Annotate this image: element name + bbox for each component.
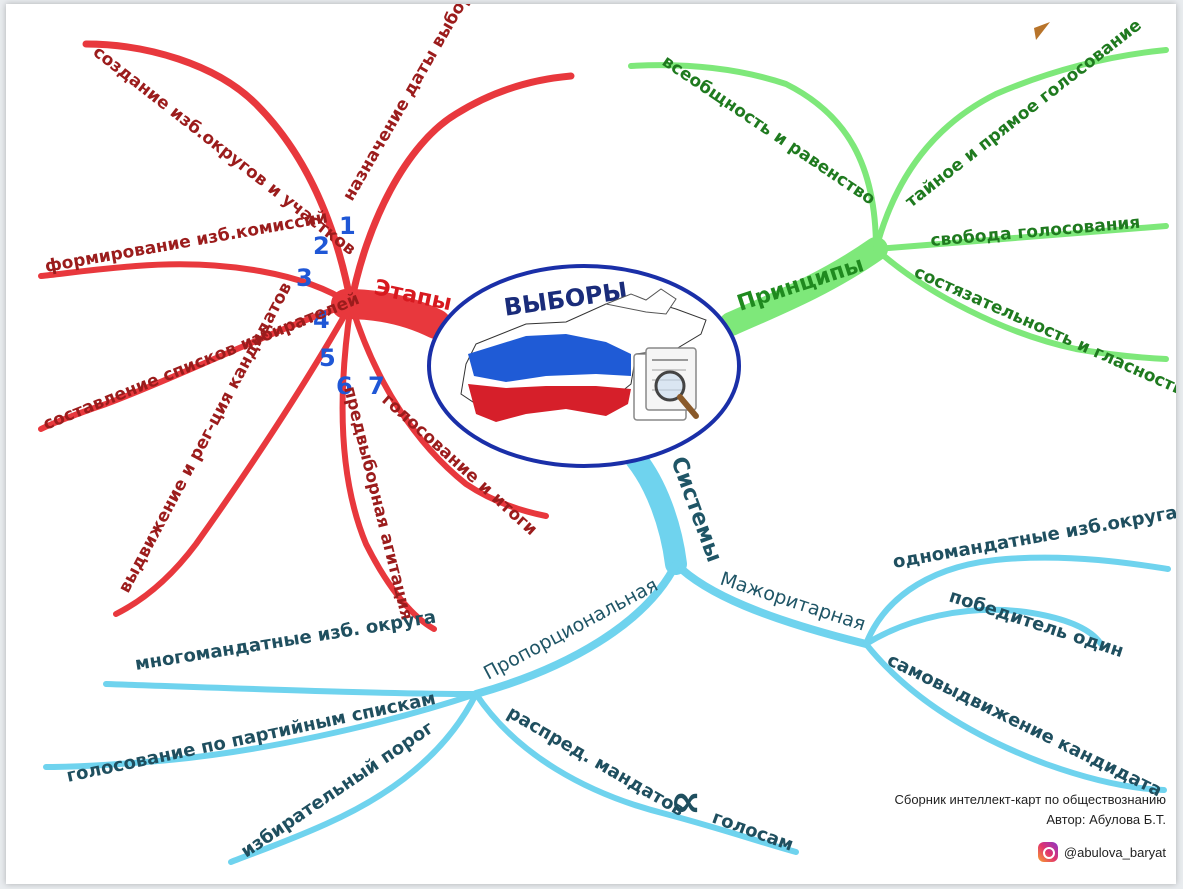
credit-line-2: Автор: Абулова Б.Т. [1046, 812, 1166, 827]
mind-map-diagram: ВЫБОРЫ Этапы 1 2 3 4 5 6 7 назначение да… [38, 4, 1176, 865]
stage-number-6: 6 [336, 372, 353, 400]
instagram-text: @abulova_baryat [1063, 844, 1166, 860]
system-proportional: Пропорциональная [480, 574, 662, 684]
corner-mark [1034, 22, 1050, 40]
stage-number-1: 1 [339, 212, 356, 240]
principle-text-2: тайное и прямое голосование [902, 15, 1146, 212]
stage-number-4: 4 [313, 306, 330, 334]
systems-branches [43, 448, 1171, 865]
russia-map-image [460, 288, 707, 422]
category-principles: Принципы [734, 252, 867, 316]
stage-text-1: назначение даты выборов [339, 4, 487, 205]
stage-number-3: 3 [296, 264, 313, 292]
stages-branches [38, 40, 575, 632]
instagram-handle[interactable]: @abulova_baryat [1037, 842, 1166, 862]
principle-text-3: свобода голосования [930, 213, 1141, 251]
proportional-text-1: многомандатные изб. округа [133, 607, 437, 675]
principles-branches [628, 47, 1169, 362]
mandates-text-left: распред. мандатов [504, 702, 689, 821]
stage-number-5: 5 [319, 344, 336, 372]
majoritarian-text-3: самовыдвижение кандидата [884, 650, 1166, 802]
majoritarian-text-2: победитель один [946, 586, 1126, 662]
stage-number-2: 2 [313, 232, 330, 260]
credit-line-1: Сборник интеллект-карт по обществознанию [894, 792, 1166, 807]
principle-text-4: состязательность и гласность [911, 262, 1176, 400]
stage-number-7: 7 [368, 372, 385, 400]
mind-map-canvas: ВЫБОРЫ Этапы 1 2 3 4 5 6 7 назначение да… [6, 4, 1176, 884]
ballot-magnifier-icon [633, 347, 699, 421]
center-node: ВЫБОРЫ [427, 264, 741, 468]
mandates-text-right: голосам [709, 807, 796, 856]
instagram-icon [1037, 842, 1058, 862]
proportional-symbol: ∝ [670, 776, 701, 827]
